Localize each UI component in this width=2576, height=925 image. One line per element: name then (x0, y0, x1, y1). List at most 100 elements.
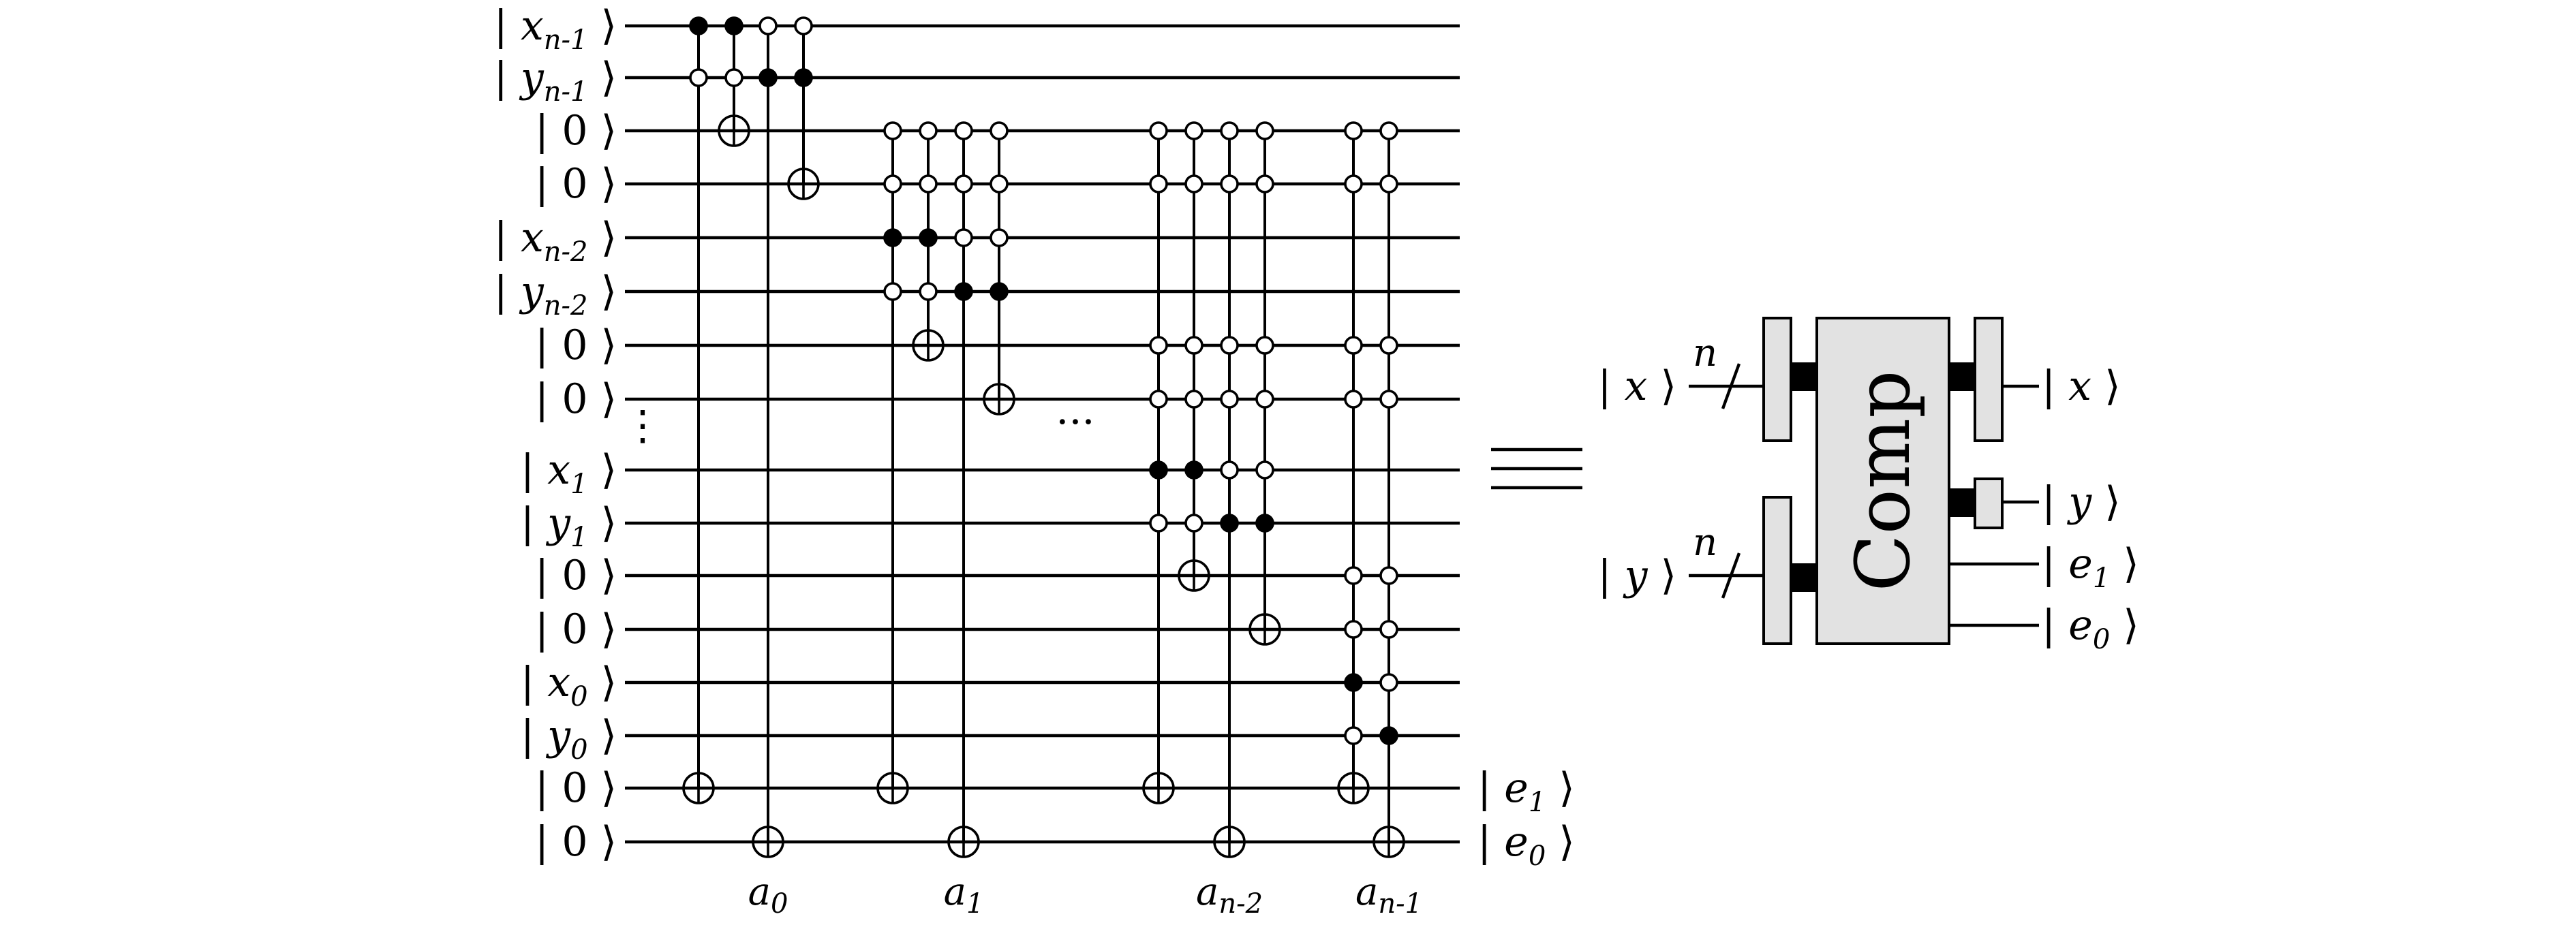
ancilla-label: an-2 (1196, 870, 1263, 920)
cnot-target (682, 772, 715, 804)
toffoli-gate (787, 16, 820, 200)
block-input-ket: | x ⟩ (1597, 362, 1676, 410)
control-dot-open (1255, 121, 1274, 140)
control-dot-filled (990, 282, 1009, 301)
control-dot-open (1220, 390, 1239, 409)
block-input-ket: | y ⟩ (1597, 552, 1676, 599)
control-dot-open (883, 121, 902, 140)
bus-width-label-bottom: n (1693, 520, 1717, 565)
control-dot-open (1220, 121, 1239, 140)
cnot-target (1213, 826, 1246, 858)
control-dot-open (1220, 174, 1239, 193)
block-output-ket: | e1 ⟩ (2042, 540, 2139, 594)
vertical-ellipsis: ⋮ (622, 402, 663, 450)
control-dot-open (1255, 460, 1274, 480)
cnot-target (1337, 772, 1370, 804)
control-dot-open (1149, 514, 1168, 533)
control-dot-open (990, 174, 1009, 193)
toffoli-gate (1213, 121, 1246, 858)
control-dot-open (1255, 174, 1274, 193)
comp-label: Comp (1839, 370, 1927, 591)
toffoli-gate (752, 16, 784, 858)
input-register-y (1762, 496, 1792, 645)
cnot-target (1142, 772, 1175, 804)
cnot-target (912, 329, 945, 362)
control-dot-open (1344, 726, 1363, 745)
control-dot-open (1379, 566, 1398, 585)
input-ket-label: | 0 ⟩ (535, 160, 617, 208)
horizontal-ellipsis: ··· (1056, 398, 1094, 446)
control-dot-open (1379, 174, 1398, 193)
toffoli-gate (1337, 121, 1370, 804)
control-dot-open (1344, 336, 1363, 355)
input-ket-label: | x0 ⟩ (521, 659, 617, 712)
control-dot-open (1220, 336, 1239, 355)
cnot-target (1373, 826, 1405, 858)
equivalence-symbol (1491, 448, 1582, 490)
cnot-target (983, 383, 1015, 416)
control-dot-open (1184, 174, 1203, 193)
input-register-x (1762, 317, 1792, 442)
toffoli-gate (1142, 121, 1175, 804)
input-ket-label: | 0 ⟩ (535, 552, 617, 599)
toffoli-gate (682, 16, 715, 804)
toffoli-gate (1178, 121, 1210, 592)
comparator-block: n n Comp (1689, 317, 2039, 645)
ancilla-label: a1 (944, 870, 984, 920)
cnot-target (718, 114, 750, 147)
control-dot-open (919, 174, 938, 193)
control-dot-open (724, 68, 743, 87)
control-dot-filled (1255, 514, 1274, 533)
input-ket-label: | 0 ⟩ (535, 764, 617, 812)
control-dot-open (1149, 390, 1168, 409)
control-dot-open (919, 282, 938, 301)
control-dot-open (990, 121, 1009, 140)
ancilla-label: a0 (748, 870, 788, 920)
control-dot-open (1379, 390, 1398, 409)
control-dot-open (919, 121, 938, 140)
control-dot-open (1379, 673, 1398, 692)
control-dot-filled (919, 228, 938, 247)
input-ket-label: | x1 ⟩ (521, 446, 617, 500)
toffoli-gate (718, 16, 750, 147)
control-dot-filled (758, 68, 778, 87)
control-dot-filled (1220, 514, 1239, 533)
control-dot-filled (1344, 673, 1363, 692)
comp-box (1815, 317, 1950, 645)
control-dot-open (1379, 121, 1398, 140)
input-ket-label: | y1 ⟩ (521, 499, 617, 553)
toffoli-gate (947, 121, 980, 858)
cnot-target (752, 826, 784, 858)
bus-width-label-top: n (1693, 331, 1717, 375)
cnot-target (1248, 613, 1281, 646)
circuit-labels: | xn-1 ⟩| yn-1 ⟩| 0 ⟩| 0 ⟩| xn-2 ⟩| yn-2… (494, 2, 2139, 920)
input-ket-label: | 0 ⟩ (535, 606, 617, 653)
control-dot-open (990, 228, 1009, 247)
control-dot-open (1255, 336, 1274, 355)
control-dot-open (758, 16, 778, 35)
control-dot-open (1344, 390, 1363, 409)
control-dot-open (883, 282, 902, 301)
control-dot-open (1220, 460, 1239, 480)
circuit-gates (682, 16, 1405, 858)
toffoli-gate (1373, 121, 1405, 858)
control-dot-open (1184, 121, 1203, 140)
circuit-wires (625, 24, 1460, 844)
block-output-ket: | e0 ⟩ (2042, 601, 2139, 655)
control-dot-open (1149, 336, 1168, 355)
control-dot-open (954, 228, 973, 247)
output-register-y (1974, 477, 2004, 529)
toffoli-gate (983, 121, 1015, 416)
control-dot-open (883, 174, 902, 193)
control-dot-open (794, 16, 813, 35)
output-ket-label: | e1 ⟩ (1477, 764, 1575, 818)
control-dot-open (1344, 121, 1363, 140)
control-dot-open (1344, 620, 1363, 639)
input-ket-label: | yn-1 ⟩ (494, 54, 617, 108)
control-dot-open (1379, 336, 1398, 355)
control-dot-filled (794, 68, 813, 87)
control-dot-open (1379, 620, 1398, 639)
control-dot-open (1149, 174, 1168, 193)
ancilla-label: an-1 (1355, 870, 1422, 920)
control-dot-open (1149, 121, 1168, 140)
